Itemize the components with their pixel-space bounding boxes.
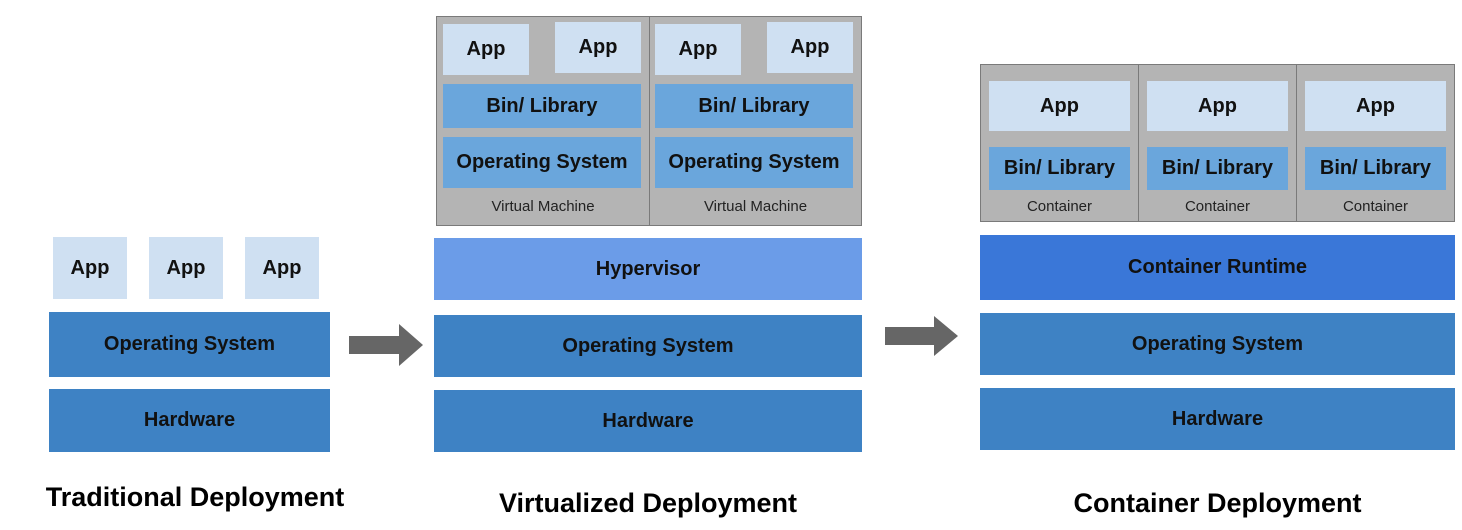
app-block: App xyxy=(1147,81,1288,131)
virtual-machine-label: Virtual Machine xyxy=(491,197,595,215)
container-label: Container xyxy=(1342,197,1409,215)
container-box: App Bin/ Library Container xyxy=(1296,64,1455,222)
app-label: App xyxy=(70,256,110,279)
bin-library-layer: Bin/ Library xyxy=(989,147,1130,190)
virtual-machine-label: Virtual Machine xyxy=(703,197,808,215)
app-label: App xyxy=(466,38,506,60)
app-label: App xyxy=(166,256,206,279)
app-block: App xyxy=(149,237,223,299)
bin-library-layer: Bin/ Library xyxy=(1305,147,1446,190)
os-label: Operating System xyxy=(562,334,734,357)
os-label: Operating System xyxy=(1131,332,1304,355)
os-label: Operating System xyxy=(668,151,840,173)
guest-os-layer: Operating System xyxy=(655,137,853,188)
app-label: App xyxy=(262,256,302,279)
container-label: Container xyxy=(1184,197,1251,215)
app-label: App xyxy=(678,38,718,60)
guest-os-layer: Operating System xyxy=(443,137,641,188)
os-label: Operating System xyxy=(103,333,276,355)
virtualized-deployment-title: Virtualized Deployment xyxy=(498,488,798,518)
bin-library-layer: Bin/ Library xyxy=(1147,147,1288,190)
app-label: App xyxy=(1356,94,1395,117)
app-label: App xyxy=(578,36,618,58)
container-runtime-label: Container Runtime xyxy=(1128,256,1307,278)
bin-library-label: Bin/ Library xyxy=(1003,157,1116,179)
container-box: App Bin/ Library Container xyxy=(980,64,1139,222)
app-label: App xyxy=(790,36,830,58)
container-runtime-layer: Container Runtime xyxy=(980,235,1455,300)
traditional-deployment-title: Traditional Deployment xyxy=(45,482,345,512)
app-block: App xyxy=(555,22,641,73)
app-label: App xyxy=(1198,94,1237,117)
app-block: App xyxy=(655,24,741,75)
hardware-label: Hardware xyxy=(1171,407,1264,430)
arrow-right-icon xyxy=(885,316,958,356)
bin-library-label: Bin/ Library xyxy=(1319,157,1432,179)
container-label: Container xyxy=(1026,197,1093,215)
hardware-layer: Hardware xyxy=(49,389,330,452)
app-block: App xyxy=(767,22,853,73)
container-box: App Bin/ Library Container xyxy=(1138,64,1297,222)
container-deployment-title: Container Deployment xyxy=(1073,488,1362,518)
os-label: Operating System xyxy=(456,151,628,173)
hardware-label: Hardware xyxy=(602,409,694,432)
app-block: App xyxy=(53,237,127,299)
app-block: App xyxy=(1305,81,1446,131)
hypervisor-layer: Hypervisor xyxy=(434,238,862,300)
bin-library-label: Bin/ Library xyxy=(698,94,810,117)
hardware-label: Hardware xyxy=(143,409,236,431)
operating-system-layer: Operating System xyxy=(980,313,1455,375)
hardware-layer: Hardware xyxy=(434,390,862,452)
bin-library-label: Bin/ Library xyxy=(1161,157,1274,179)
app-block: App xyxy=(989,81,1130,131)
virtual-machine: App App Bin/ Library Operating System Vi… xyxy=(436,16,650,226)
arrow-right-icon xyxy=(349,324,423,366)
app-label: App xyxy=(1040,94,1079,117)
app-block: App xyxy=(443,24,529,75)
bin-library-layer: Bin/ Library xyxy=(655,84,853,128)
operating-system-layer: Operating System xyxy=(49,312,330,377)
virtual-machine: App App Bin/ Library Operating System Vi… xyxy=(649,16,862,226)
hardware-layer: Hardware xyxy=(980,388,1455,450)
app-block: App xyxy=(245,237,319,299)
bin-library-layer: Bin/ Library xyxy=(443,84,641,128)
hypervisor-label: Hypervisor xyxy=(595,257,701,280)
bin-library-label: Bin/ Library xyxy=(486,94,598,117)
operating-system-layer: Operating System xyxy=(434,315,862,377)
